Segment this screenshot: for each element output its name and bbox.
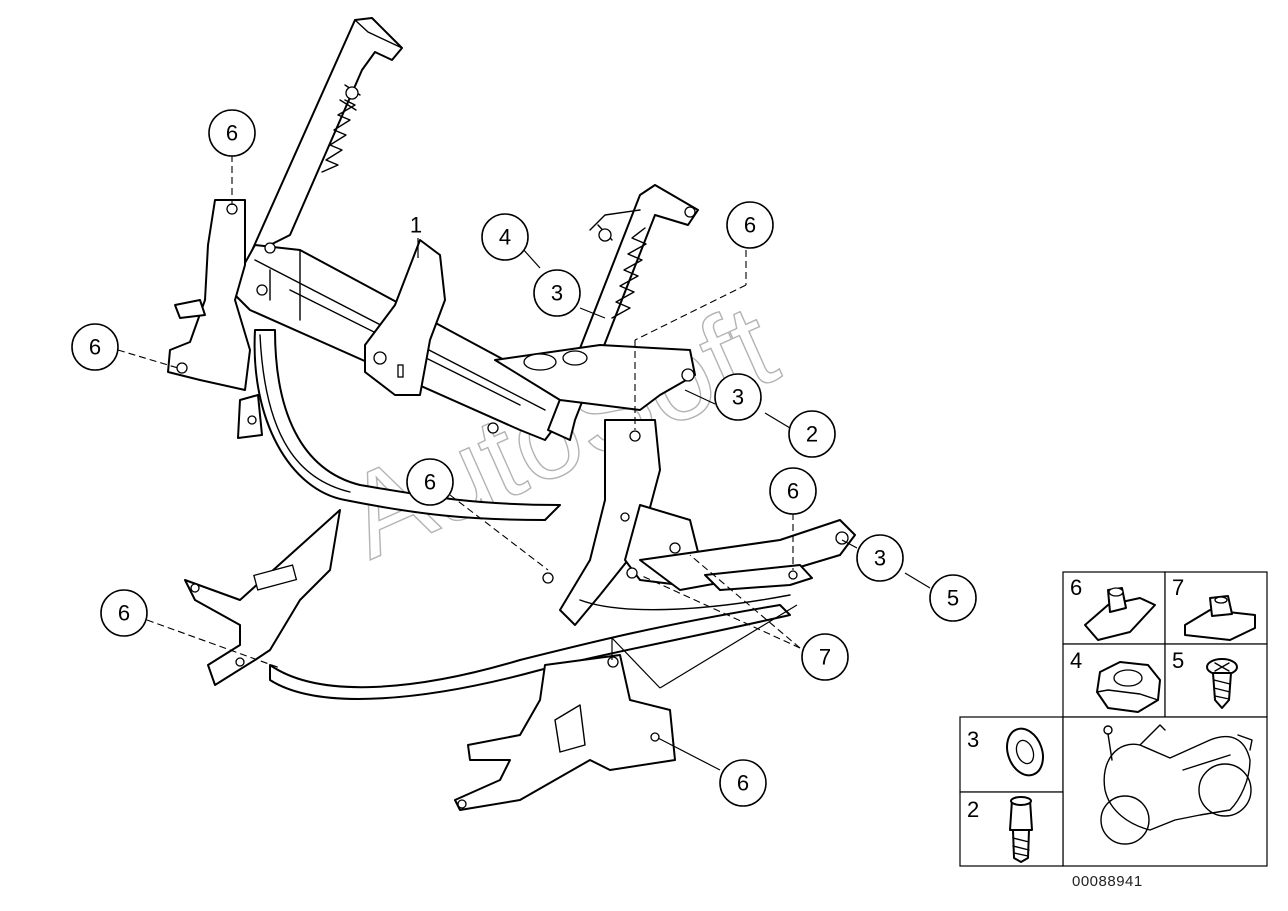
callout-4: 4 <box>481 213 529 261</box>
callout-label: 7 <box>819 645 831 670</box>
callout-label: 6 <box>744 213 756 238</box>
callout-5: 5 <box>929 574 977 622</box>
washer-icon <box>1006 727 1044 777</box>
callout-6-lower-left: 6 <box>100 589 148 637</box>
legend-label-4: 4 <box>1070 648 1082 673</box>
callout-label: 3 <box>874 546 886 571</box>
callout-label: 5 <box>947 586 959 611</box>
callout-label: 3 <box>732 385 744 410</box>
callout-3-upper: 3 <box>533 269 581 317</box>
callout-1: 1 <box>410 213 422 238</box>
catalog-number: 00088941 <box>1072 873 1143 890</box>
callout-label: 6 <box>787 479 799 504</box>
callout-6-right: 6 <box>769 467 817 515</box>
callout-7: 7 <box>801 633 849 681</box>
legend-label-7: 7 <box>1172 575 1184 600</box>
motorcycle-icon <box>1100 724 1253 845</box>
callout-6-bottom: 6 <box>719 759 767 807</box>
callout-label: 6 <box>737 771 749 796</box>
callout-label: 3 <box>551 281 563 306</box>
callout-2: 2 <box>788 410 836 458</box>
callout-label: 4 <box>499 225 511 250</box>
screw-icon <box>1206 658 1238 709</box>
callout-label: 6 <box>89 335 101 360</box>
clip-nut-icon <box>1084 587 1156 641</box>
legend-label-5: 5 <box>1172 648 1184 673</box>
callout-label: 6 <box>226 121 238 146</box>
callout-6-top: 6 <box>208 109 256 157</box>
front-frame-drawing <box>167 17 856 811</box>
callout-6-upper-right: 6 <box>726 201 774 249</box>
callout-label: 6 <box>118 601 130 626</box>
legend-label-2: 2 <box>967 797 979 822</box>
callout-6-center: 6 <box>406 458 454 506</box>
callout-6-left: 6 <box>71 323 119 371</box>
leader-lines <box>117 155 931 771</box>
legend-label-6: 6 <box>1070 575 1082 600</box>
callout-label: 6 <box>424 470 436 495</box>
callout-label: 2 <box>806 422 818 447</box>
parts-legend: 6 7 4 5 3 2 <box>959 571 1268 890</box>
square-nut-icon <box>1184 595 1256 641</box>
callout-3-right: 3 <box>714 373 762 421</box>
callout-label: 1 <box>410 213 422 238</box>
callout-3-lower: 3 <box>856 534 904 582</box>
hex-nut-icon <box>1096 661 1161 713</box>
legend-label-3: 3 <box>967 727 979 752</box>
bolt-icon <box>1009 796 1033 863</box>
